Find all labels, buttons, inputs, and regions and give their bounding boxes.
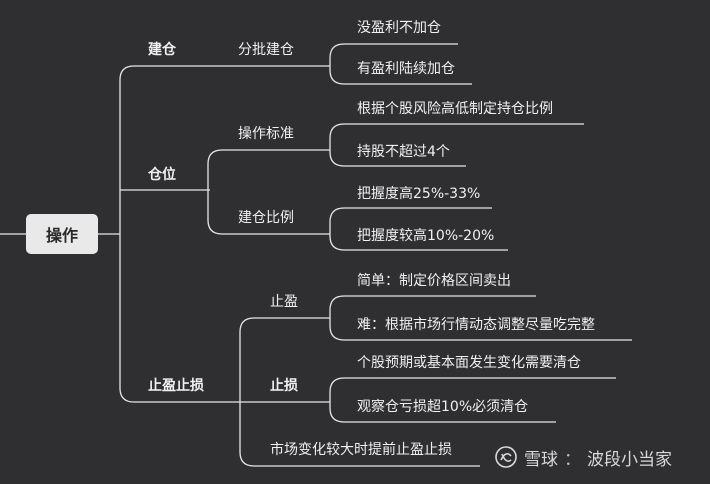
watermark-separator: ： [564,449,581,470]
leaf-high-confidence: 把握度高25%-33% [357,186,481,202]
leaf-with-profit: 有盈利陆续加仓 [357,61,455,77]
node-take-profit: 止盈 [270,294,298,310]
node-stop-loss: 止损 [270,378,298,394]
branch-cangwei: 仓位 [148,167,176,183]
connector-standard-bracket [329,123,345,167]
node-ratio: 建仓比例 [238,210,294,226]
watermark: 雪球 ： 波段小当家 [494,444,672,470]
connector-stop-bracket [239,317,255,467]
watermark-author: 波段小当家 [587,449,672,470]
leaf-profit-simple: 简单：制定价格区间卖出 [357,273,511,289]
watermark-site: 雪球 [524,449,558,470]
node-standard: 操作标准 [238,126,294,142]
leaf-medium-confidence: 把握度较高10%-20% [357,228,495,244]
leaf-loss-fundamental: 个股预期或基本面发生变化需要清仓 [357,355,581,371]
node-fenpi: 分批建仓 [238,42,294,58]
leaf-loss-ten-percent: 观察仓亏损超10%必须清仓 [357,399,529,415]
connector-loss-bracket [329,377,345,423]
leaf-no-profit: 没盈利不加仓 [357,20,441,36]
leaf-risk-ratio: 根据个股风险高低制定持仓比例 [357,101,553,117]
root-node: 操作 [26,214,98,254]
connector-root-bracket [119,65,135,403]
node-advance-stop: 市场变化较大时提前止盈止损 [270,442,452,458]
leaf-profit-hard: 难：根据市场行情动态调整尽量吃完整 [357,317,595,333]
connector-fenpi-bracket [329,43,345,85]
leaf-max-holdings: 持股不超过4个 [357,144,450,160]
snowball-logo-icon [495,446,517,468]
branch-jiancang: 建仓 [148,42,176,58]
branch-stop: 止盈止损 [148,378,204,394]
connector-ratio-bracket [329,207,345,251]
connector-profit-bracket [329,295,345,341]
connector-cangwei-bracket [207,149,223,235]
